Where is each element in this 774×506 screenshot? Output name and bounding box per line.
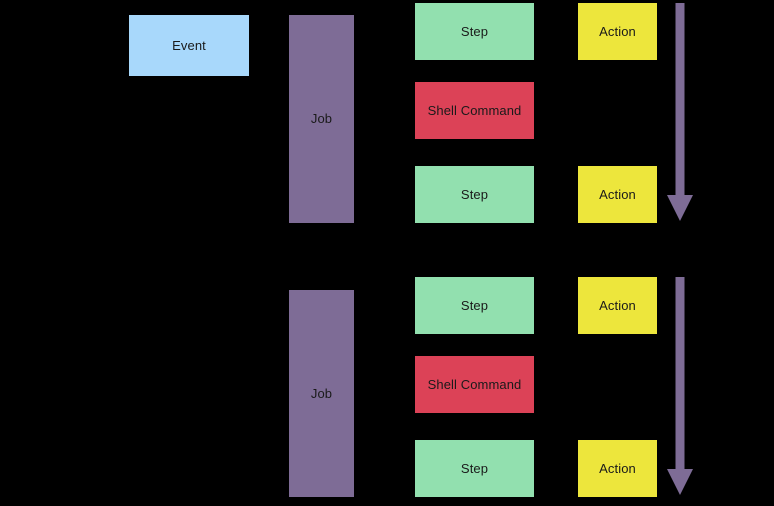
node-action-2-2[interactable]: Action <box>578 440 657 497</box>
node-shell-command-1-label: Shell Command <box>427 102 522 118</box>
node-job-1-label: Job <box>310 111 333 127</box>
node-step-2-2-label: Step <box>460 460 489 476</box>
node-action-2-1-label: Action <box>599 297 636 313</box>
node-job-2[interactable]: Job <box>289 290 354 497</box>
node-step-2-2[interactable]: Step <box>415 440 534 497</box>
node-action-1-2-label: Action <box>599 186 636 202</box>
node-shell-command-1[interactable]: Shell Command <box>415 82 534 139</box>
node-action-1-2[interactable]: Action <box>578 166 657 223</box>
node-step-1-2[interactable]: Step <box>415 166 534 223</box>
node-action-2-2-label: Action <box>599 460 636 476</box>
node-action-1-1[interactable]: Action <box>578 3 657 60</box>
node-shell-command-2-label: Shell Command <box>427 376 522 392</box>
node-step-1-1[interactable]: Step <box>415 3 534 60</box>
node-action-1-1-label: Action <box>599 23 636 39</box>
node-event-label: Event <box>172 37 206 53</box>
down-arrow-icon-2 <box>666 277 694 495</box>
node-step-1-2-label: Step <box>460 186 489 202</box>
node-step-2-1[interactable]: Step <box>415 277 534 334</box>
node-job-1[interactable]: Job <box>289 15 354 223</box>
node-shell-command-2[interactable]: Shell Command <box>415 356 534 413</box>
node-step-1-1-label: Step <box>460 23 489 39</box>
node-step-2-1-label: Step <box>460 297 489 313</box>
node-action-2-1[interactable]: Action <box>578 277 657 334</box>
node-event[interactable]: Event <box>129 15 249 76</box>
node-job-2-label: Job <box>310 385 333 401</box>
down-arrow-icon-1 <box>666 3 694 221</box>
